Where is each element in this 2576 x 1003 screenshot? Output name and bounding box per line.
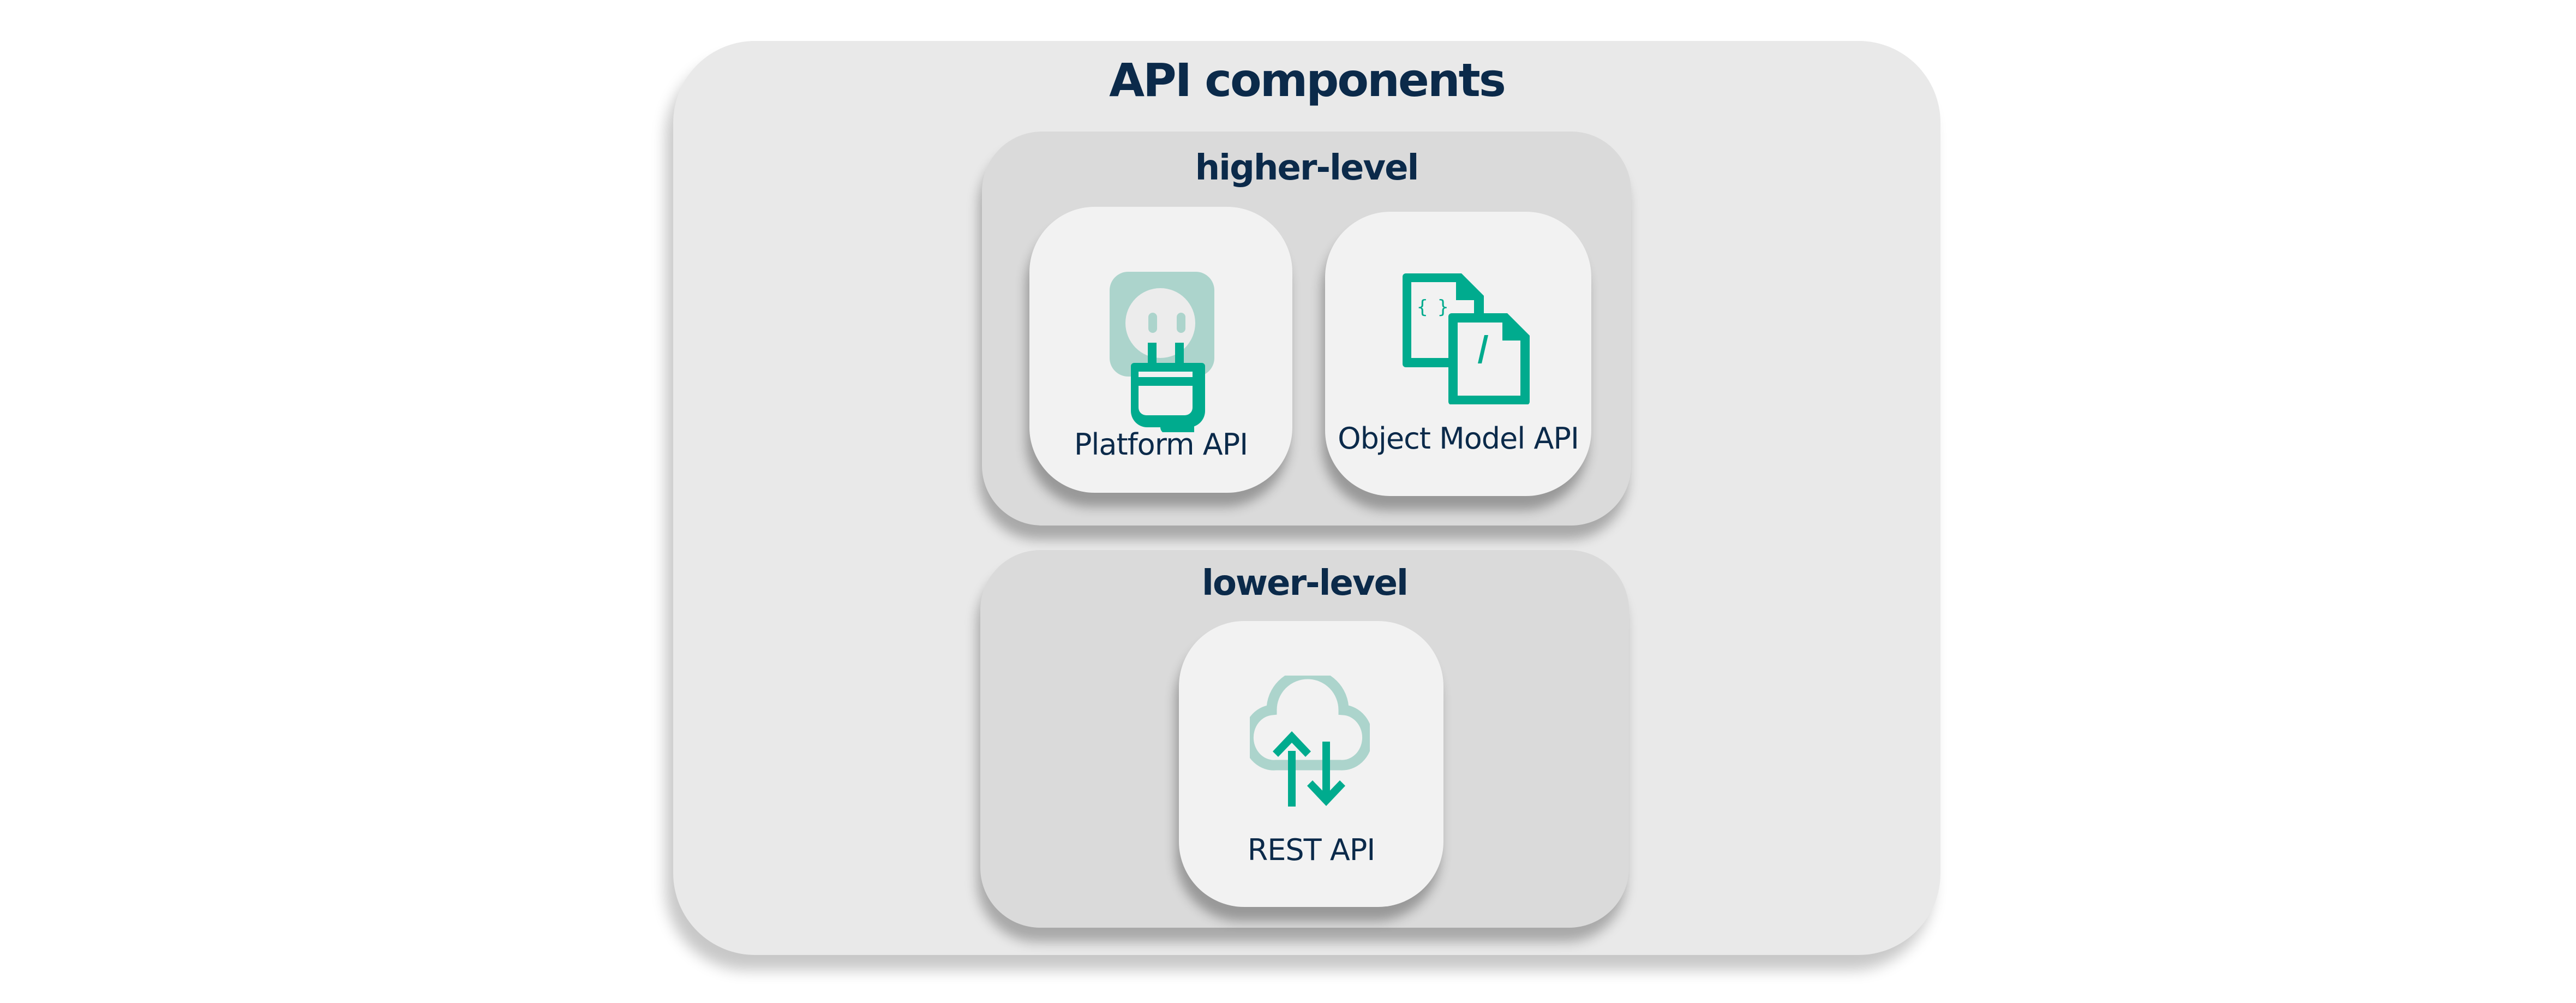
- svg-text:}: }: [1437, 296, 1448, 318]
- group-title-higher-level: higher-level: [1195, 148, 1419, 188]
- plug-socket-icon: [1110, 272, 1214, 432]
- component-object-model-api: { } Object Model API: [1325, 212, 1591, 496]
- component-label: REST API: [1247, 833, 1376, 867]
- group-title-lower-level: lower-level: [1202, 563, 1409, 604]
- component-label: Platform API: [1074, 427, 1248, 462]
- diagram-title: API components: [1109, 53, 1506, 107]
- component-label: Object Model API: [1338, 421, 1579, 456]
- svg-text:{: {: [1417, 296, 1428, 318]
- component-rest-api: REST API: [1179, 621, 1443, 907]
- cloud-transfer-icon: [1250, 676, 1370, 807]
- component-platform-api: Platform API: [1029, 207, 1292, 493]
- documents-icon: { }: [1403, 273, 1530, 404]
